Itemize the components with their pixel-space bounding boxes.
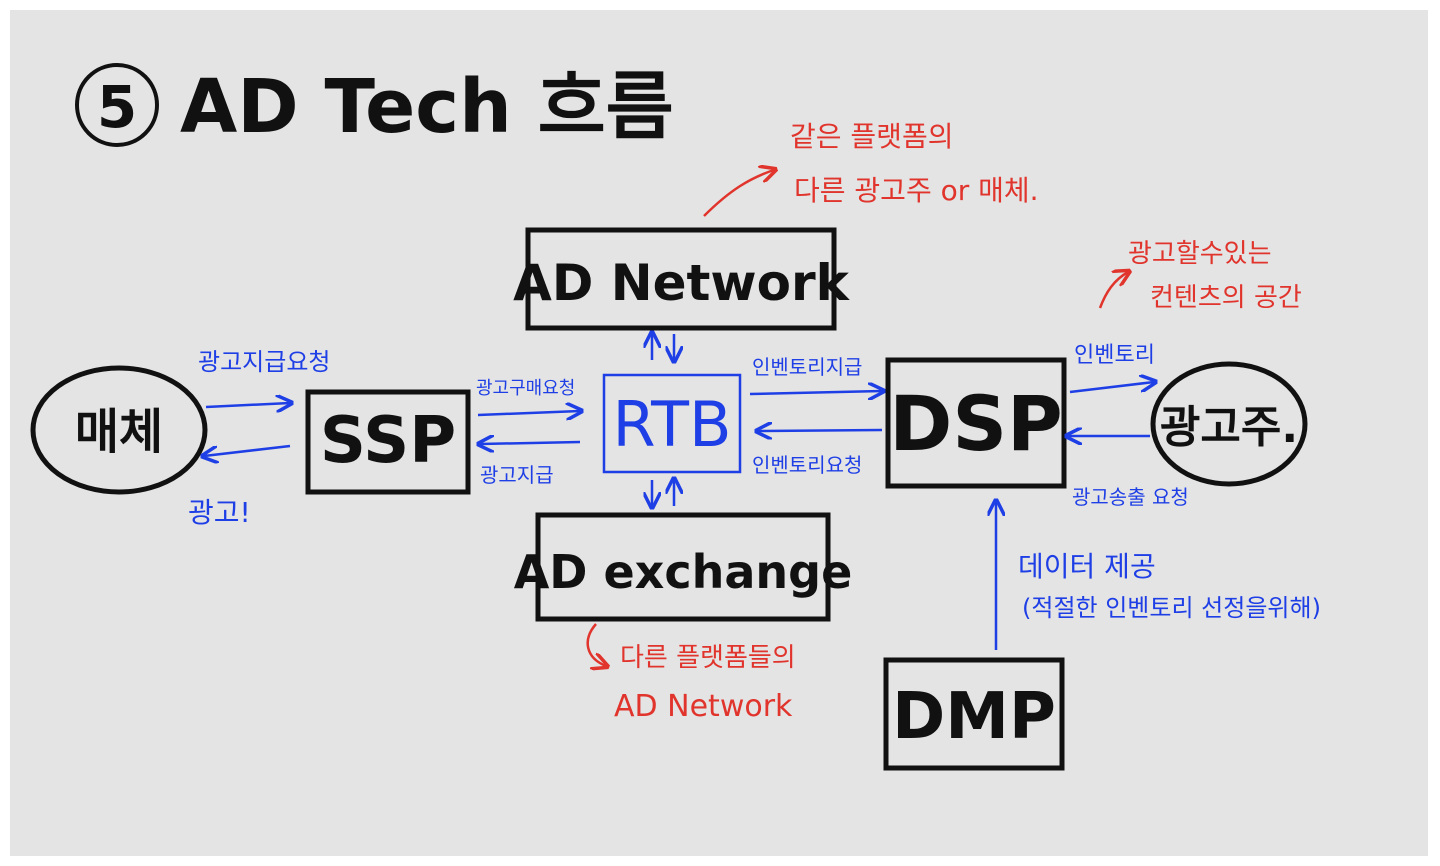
arrow-media-to-ssp <box>205 403 290 407</box>
arrow-note-ad-network <box>703 170 774 217</box>
whiteboard-canvas: 5 AD Tech 흐름 매체 SSP RTB DSP 광고주. AD Netw… <box>10 10 1428 856</box>
note-inventory-line2: 컨텐츠의 공간 <box>1150 283 1302 313</box>
arrow-note-inventory <box>1098 272 1128 309</box>
arrow-dsp-to-rtb <box>758 430 883 431</box>
note-ad-exchange-line2: AD Network <box>614 689 793 724</box>
note-ad-network-line2: 다른 광고주 or 매체. <box>794 174 1039 207</box>
arrow-rtb-to-dsp <box>749 391 882 394</box>
title-number: 5 <box>97 73 137 141</box>
ad-exchange-label: AD exchange <box>514 545 853 599</box>
label-dsp-to-rtb: 인벤토리요청 <box>752 453 862 477</box>
arrow-ssp-to-rtb <box>477 411 580 415</box>
arrow-note-ad-exchange <box>586 623 606 666</box>
dsp-label: DSP <box>889 379 1063 468</box>
ssp-label: SSP <box>320 404 456 478</box>
label-dmp-line2: (적절한 인벤토리 선정을위해) <box>1022 594 1321 622</box>
rtb-node: RTB <box>602 373 742 474</box>
title-group: 5 AD Tech 흐름 <box>75 63 674 150</box>
ad-network-label: AD Network <box>513 254 850 312</box>
arrow-dsp-to-advertiser <box>1069 382 1154 394</box>
label-media-to-ssp: 광고지급요청 <box>198 348 330 376</box>
dsp-node: DSP <box>885 357 1067 489</box>
label-ssp-to-rtb: 광고구매요청 <box>476 378 575 399</box>
ad-network-node: AD Network <box>513 227 851 331</box>
title-number-circle <box>75 63 159 147</box>
advertiser-label: 광고주. <box>1160 402 1298 453</box>
flow-arrows <box>204 334 1154 650</box>
label-advertiser-to-dsp: 광고송출 요청 <box>1072 485 1189 509</box>
label-rtb-to-ssp: 광고지급 <box>480 463 554 487</box>
label-dmp-line1: 데이터 제공 <box>1018 550 1156 583</box>
arrow-ssp-to-media <box>204 444 291 456</box>
label-rtb-to-dsp: 인벤토리지급 <box>752 355 862 379</box>
media-node: 매체 <box>30 365 208 495</box>
page-title: AD Tech 흐름 <box>180 64 674 150</box>
note-arrows <box>586 170 1128 666</box>
diagram-svg: 5 AD Tech 흐름 매체 SSP RTB DSP 광고주. AD Netw… <box>30 63 1321 771</box>
note-inventory-line1: 광고할수있는 <box>1128 239 1272 269</box>
notes: 같은 플랫폼의 다른 광고주 or 매체. 광고할수있는 컨텐츠의 공간 다른 … <box>614 120 1302 724</box>
note-ad-exchange-line1: 다른 플랫폼들의 <box>620 643 796 673</box>
edge-labels: 광고지급요청 광고! 광고구매요청 광고지급 인벤토리지급 인벤토리요청 인벤토… <box>188 343 1321 622</box>
note-ad-network-line1: 같은 플랫폼의 <box>790 120 953 153</box>
dmp-label: DMP <box>892 680 1056 754</box>
dmp-node: DMP <box>883 657 1065 771</box>
label-ssp-to-media: 광고! <box>188 496 251 529</box>
media-label: 매체 <box>75 404 163 460</box>
rtb-label: RTB <box>613 388 732 461</box>
ssp-node: SSP <box>305 389 471 495</box>
ad-exchange-node: AD exchange <box>514 512 853 622</box>
label-dsp-to-advertiser: 인벤토리 <box>1074 343 1155 368</box>
advertiser-node: 광고주. <box>1150 361 1308 487</box>
arrow-rtb-to-ssp <box>480 442 581 444</box>
